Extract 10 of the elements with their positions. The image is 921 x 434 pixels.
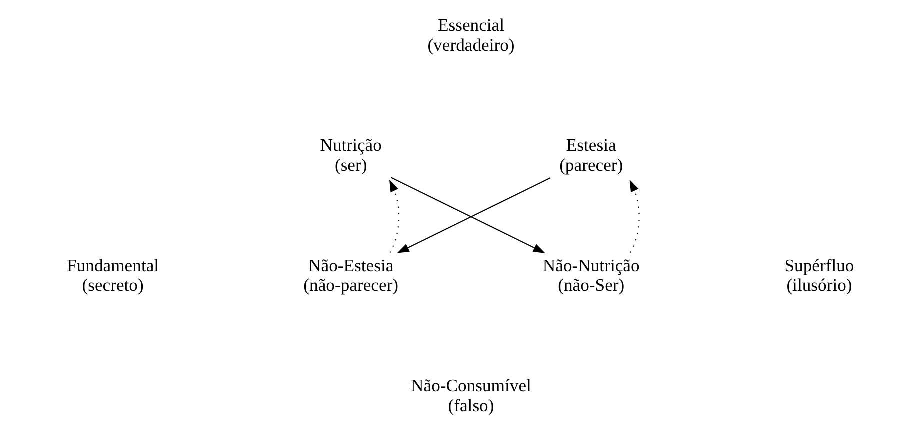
label: Essencial (verdadeiro) — [428, 15, 515, 55]
node-text: Nutrição (ser) — [320, 135, 382, 176]
label: Supérfluo (ilusório) — [784, 255, 854, 296]
node-text: Não-Nutrição (não-Ser) — [542, 255, 640, 296]
node-text: Estesia (parecer) — [560, 135, 624, 176]
label: Não-Consumível (falso) — [411, 375, 532, 416]
arrow — [630, 180, 640, 253]
label: Fundamental (secreto) — [67, 255, 160, 296]
arrow — [390, 180, 400, 253]
node-text: Não-Estesia (não-parecer) — [304, 255, 399, 296]
